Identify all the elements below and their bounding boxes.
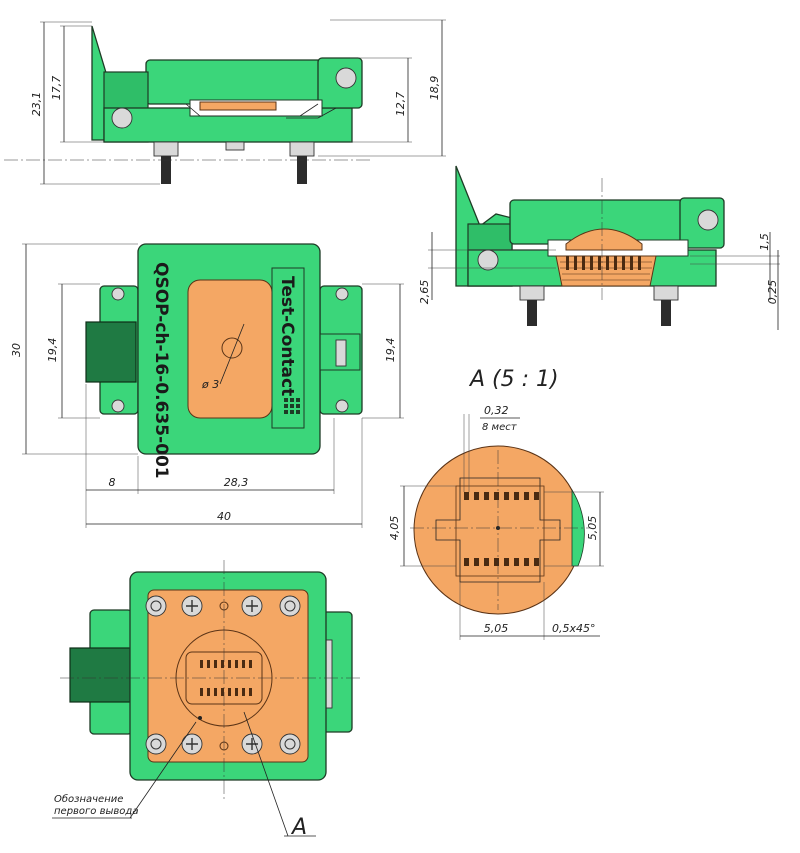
dim-right-height: 18,9 (428, 76, 441, 101)
dim-offset: 0,25 (766, 280, 779, 305)
pin-row-top (464, 492, 539, 500)
dim-bottom-mid: 28,3 (224, 476, 249, 489)
dim-body-height: 17,7 (50, 76, 63, 101)
dim-left-width: 19,4 (46, 338, 59, 363)
detail-view: A (5 : 1) (388, 367, 604, 640)
detail-title: A (5 : 1) (468, 367, 559, 392)
hinge-lever (69, 647, 131, 703)
dim-bottom-width: 5,05 (484, 622, 509, 635)
dim-total-height: 23,1 (30, 92, 43, 117)
brand-name: Test-Contact (277, 276, 297, 396)
screw-icon (111, 107, 133, 129)
pin-count: 8 мест (482, 422, 518, 433)
dim-gap: 1,5 (758, 233, 771, 251)
brand-logo-icon (284, 398, 300, 414)
dim-inner-height: 12,7 (394, 92, 407, 117)
first-pin-note-line2: первого вывода (54, 806, 138, 817)
side-view: 23,1 17,7 12,7 18,9 (4, 19, 446, 185)
contact-plate (147, 589, 309, 763)
screw-icon (477, 249, 499, 271)
lid-block (145, 59, 323, 105)
dim-bottom-left: 8 (109, 476, 116, 489)
stud (161, 156, 171, 184)
top-view: ø 3 QSOP-ch-16-0.635-001 Test-Contact 30… (10, 243, 404, 528)
dim-total-width: 40 (217, 510, 231, 523)
dim-left-height: 4,05 (388, 516, 401, 541)
hole-diameter: ø 3 (201, 378, 219, 391)
dim-height: 30 (10, 343, 23, 357)
contact-insert (565, 228, 643, 251)
callout-a: A (290, 815, 307, 840)
contact-insert (199, 101, 277, 111)
dim-chamfer: 0,5x45° (552, 622, 596, 635)
dim-right-height: 5,05 (586, 516, 599, 541)
stud (297, 156, 307, 184)
dim-right-width: 19,4 (384, 338, 397, 363)
nut (153, 141, 179, 157)
bottom-view: Обозначение первого вывода A (52, 560, 360, 840)
screw-icon (335, 67, 357, 89)
pin-width: 0,32 (484, 404, 509, 417)
nut (289, 141, 315, 157)
section-view: 1,5 2,65 0,25 (418, 165, 780, 330)
first-pin-note-line1: Обозначение (54, 793, 123, 805)
dim-height: 2,65 (418, 280, 431, 305)
part-number: QSOP-ch-16-0.635-001 (151, 262, 171, 479)
contact-window (187, 279, 273, 419)
screw-icon (697, 209, 719, 231)
pin-row-bottom (464, 558, 539, 566)
screw-icon (145, 595, 301, 755)
hinge-lever (85, 321, 137, 383)
